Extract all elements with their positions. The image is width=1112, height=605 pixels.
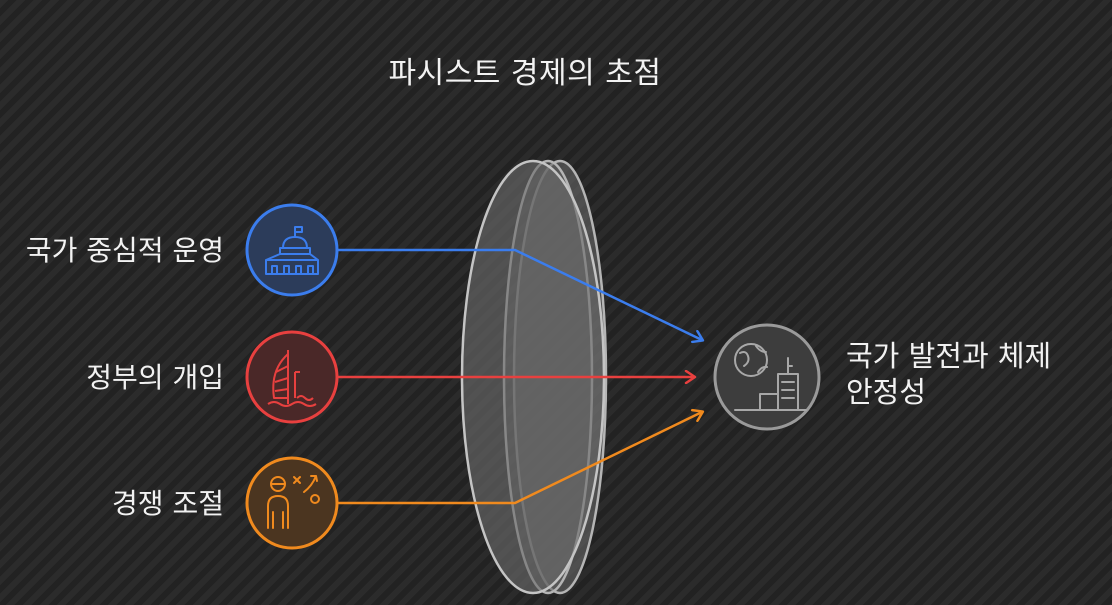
input-label-state-operation: 국가 중심적 운영 (25, 234, 224, 267)
input-label-government-intervention: 정부의 개입 (86, 361, 224, 394)
input-label-competition-control: 경쟁 조절 (112, 487, 224, 520)
output-label: 국가 발전과 체제 안정성 (846, 338, 1051, 410)
input-node-competition-control (245, 456, 339, 550)
strategy-person-icon (267, 475, 320, 529)
arrow-state-operation (338, 248, 702, 340)
input-node-state-operation (245, 203, 339, 297)
government-building-icon (265, 226, 319, 275)
output-label-line2: 안정성 (846, 375, 927, 409)
input-node-government-intervention (245, 330, 339, 424)
globe-city-icon (734, 343, 807, 411)
output-label-line1: 국가 발전과 체제 (846, 339, 1052, 373)
output-node (713, 323, 821, 431)
sail-tower-icon (267, 350, 317, 407)
diagram-title: 파시스트 경제의 초점 (388, 56, 662, 91)
arrow-competition-control (338, 412, 702, 505)
